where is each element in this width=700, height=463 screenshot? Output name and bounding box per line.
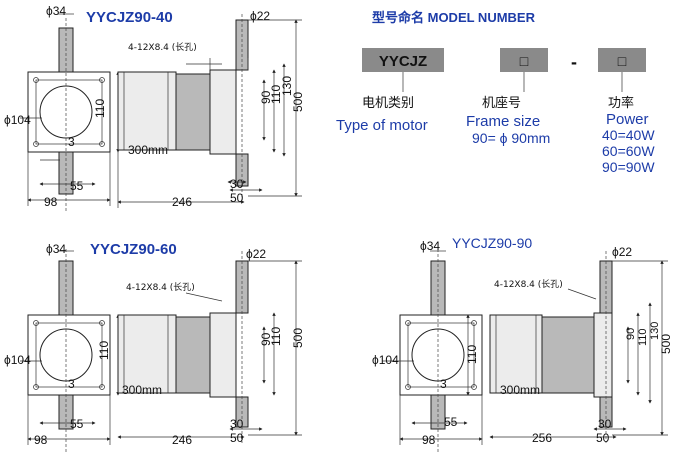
flange-dia-label: ϕ104 [4,113,31,127]
dim-130-label: 130 [280,76,294,96]
output-dia-label: ϕ22 [612,245,632,259]
dim-90-label: 90 [259,332,273,346]
length-label: 256 [532,431,552,445]
front-flange-inner [407,322,475,388]
dim-110-label: 110 [269,327,283,346]
length-label: 246 [172,195,192,209]
dim-90-label: 90 [259,90,273,104]
dim-3-label: 3 [68,377,75,391]
code-box-frame [500,48,548,72]
mount-hole [99,384,105,390]
motor-drawing-1 [20,13,302,212]
gearbox [175,73,211,151]
flange-size-label: 110 [465,345,479,364]
power-value: 40=40W [602,127,655,143]
code-box-type [362,48,444,72]
type-cn: 电机类别 [362,95,414,110]
motor-body [117,71,177,151]
mount-hole [405,320,411,326]
mount-hole [99,141,105,147]
flange-dia-label: ϕ104 [4,353,31,367]
dim-55-label: 55 [70,179,84,193]
model-number-title: 型号命名 MODEL NUMBER [372,10,536,25]
cable-label: 300mm [128,143,168,157]
gearbox [175,316,211,394]
output-dia-label: ϕ22 [250,9,270,23]
dim-30-label: 30 [598,417,612,431]
dim-50-label: 50 [230,191,244,205]
mount-hole [405,384,411,390]
motor-body [489,314,543,394]
leader [567,288,597,300]
dim-30-label: 30 [230,177,244,191]
gearhead [209,69,237,155]
dim-500-label: 500 [291,328,305,348]
dim-110-label: 110 [269,85,283,104]
dim-98-label: 98 [422,433,436,447]
cable-label: 300mm [122,383,162,397]
motor-body [117,314,177,394]
output-dia-label: ϕ22 [246,247,266,261]
leader [185,292,223,302]
frame-en: Frame size [466,113,540,130]
dim-110-label: 110 [637,328,649,346]
dim-130-label: 130 [649,322,661,340]
dim-500-label: 500 [659,334,673,354]
power-en: Power [606,111,649,128]
motor-drawing-3 [382,249,668,453]
code-box-frame-text: □ [520,53,529,69]
mount-hole [471,384,477,390]
mount-hole [33,77,39,83]
length-label: 246 [172,433,192,447]
frame-val: 90= ϕ 90mm [472,130,550,146]
model-title: YYCJZ90-90 [452,235,532,251]
code-box-power-text: □ [618,53,627,69]
mount-hole [99,320,105,326]
dim-50-label: 50 [596,431,610,445]
flange-size-label: 110 [93,99,107,118]
power-cn: 功率 [608,95,634,110]
shaft-dia-label: ϕ34 [46,242,66,256]
power-value: 90=90W [602,159,655,175]
front-flange-inner [35,322,103,388]
mount-hole [33,384,39,390]
motor-drawing-2 [20,249,302,453]
dim-3-label: 3 [440,377,447,391]
gearbox [541,316,595,394]
code-box-type-text: YYCJZ [379,53,427,70]
dim-30-label: 30 [230,417,244,431]
dim-98-label: 98 [34,433,48,447]
dim-90-label: 90 [625,328,637,340]
mount-hole [471,320,477,326]
mount-hole [99,77,105,83]
cable-label: 300mm [500,383,540,397]
dim-55-label: 55 [70,417,84,431]
mount-holes-label: 4-12X8.4 (长孔) [128,41,197,53]
dim-55-label: 55 [444,415,458,429]
code-separator: - [571,52,577,72]
model-number-panel: 型号命名 MODEL NUMBER YYCJZ □ - □ 电机类别 Type … [336,10,655,175]
front-flange-inner [35,79,103,145]
mount-holes-label: 4-12X8.4 (长孔) [126,281,195,293]
gearhead [593,312,613,398]
mount-hole [33,320,39,326]
mount-holes-label: 4-12X8.4 (长孔) [494,278,563,290]
type-en: Type of motor [336,117,428,134]
flange-dia-label: ϕ104 [372,353,399,367]
dim-500-label: 500 [291,92,305,112]
gearhead [209,312,237,398]
shaft-dia-label: ϕ34 [46,4,66,18]
model-title: YYCJZ90-40 [86,9,173,26]
flange-size-label: 110 [97,341,111,360]
dim-98-label: 98 [44,195,58,209]
shaft-dia-label: ϕ34 [420,239,440,253]
model-title: YYCJZ90-60 [90,241,177,258]
power-value: 60=60W [602,143,655,159]
dim-3-label: 3 [68,135,75,149]
dim-50-label: 50 [230,431,244,445]
mount-hole [33,141,39,147]
frame-cn: 机座号 [482,95,521,110]
code-box-power [598,48,646,72]
